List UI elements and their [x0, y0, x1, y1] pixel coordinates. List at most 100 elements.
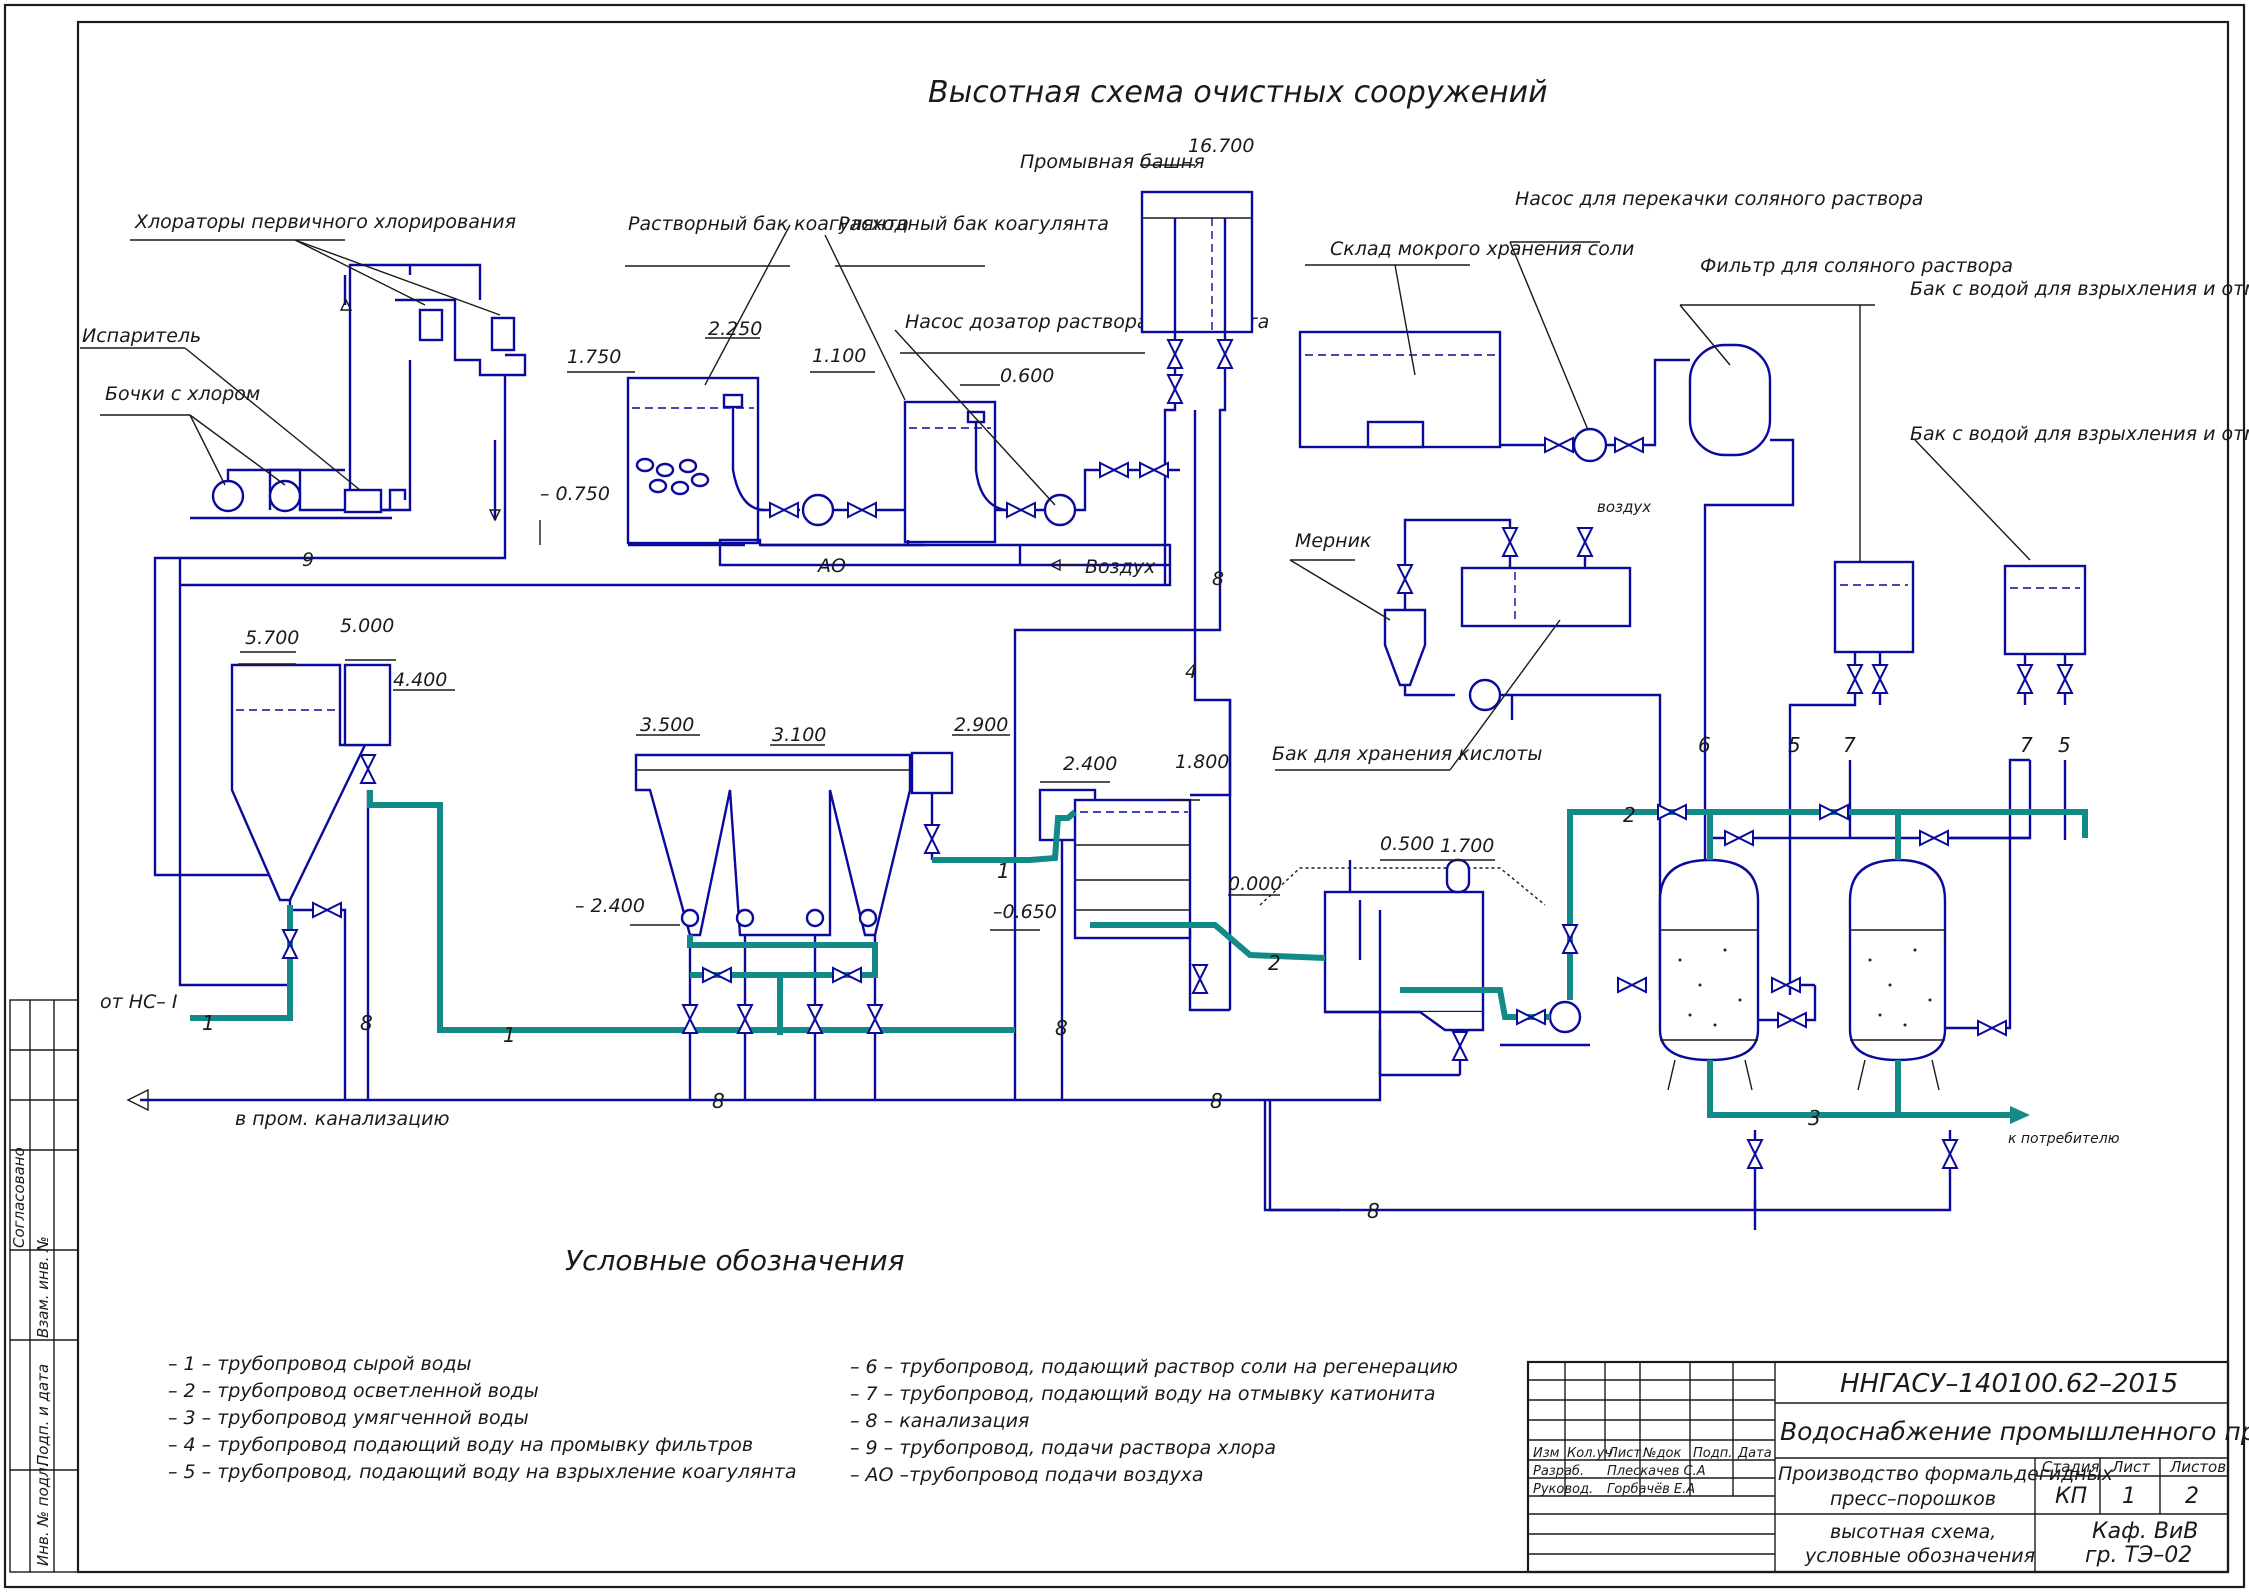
legend-item-1: – 1 – трубопровод сырой воды — [168, 1353, 472, 1375]
sewer-lines — [126, 1030, 1382, 1212]
label-evaporator: Испаритель — [82, 325, 201, 347]
object-line1: Производство формальдегидных — [1778, 1463, 2114, 1485]
acid-block — [1383, 518, 1700, 1002]
label-coagulant-consumable-tank: Расходный бак коагулянта — [838, 213, 1109, 235]
header-sign: Подп. — [1693, 1446, 1732, 1461]
name-supervisor: Горбачёв Е.А — [1607, 1482, 1695, 1497]
elevation-contact-top: 2.400 — [1063, 753, 1117, 775]
elevation-reservoir-level: 0.500 — [1380, 833, 1434, 855]
elevation-filter-right: 2.900 — [954, 714, 1008, 736]
stamp-agreed: Согласовано — [10, 1147, 28, 1248]
pipe-label-8c: 8 — [1055, 1016, 1068, 1040]
label-na-filter-tank: Бак с водой для взрыхления и отмывки Na … — [1910, 423, 2249, 445]
legend-item-5: – 5 – трубопровод, подающий воду на взры… — [168, 1461, 796, 1483]
process-water-pipes — [190, 790, 2088, 1124]
elevation-washing-tower: 16.700 — [1188, 135, 1254, 157]
mixer-clarifier — [230, 651, 455, 1100]
sheet-label: Лист — [2111, 1458, 2151, 1476]
pipe-label-8d: 8 — [1210, 1089, 1223, 1113]
legend-item-7: – 7 – трубопровод, подающий воду на отмы… — [850, 1383, 1436, 1405]
elevation-dosing-pump: 0.600 — [1000, 365, 1054, 387]
elevation-coagulant-floor: – 0.750 — [540, 483, 610, 505]
role-supervisor: Руковод. — [1533, 1482, 1593, 1497]
label-brine-filter: Фильтр для соляного раствора — [1700, 255, 2013, 277]
label-air-line: АО — [816, 555, 846, 577]
stamp-sign-date: Подп. и дата — [34, 1364, 52, 1466]
label-coagulant-solution-tank: Растворный бак коагулянта — [628, 213, 909, 235]
label-primary-chlorinators: Хлораторы первичного хлорирования — [134, 211, 516, 233]
valves — [281, 339, 2074, 1169]
pipe-label-8e: 8 — [1367, 1199, 1380, 1223]
pipe-label-5b: 5 — [2058, 733, 2071, 757]
legend-item-8: – 8 – канализация — [850, 1410, 1029, 1432]
elevation-contact-bottom: –0.650 — [993, 901, 1057, 923]
header-sheet: Лист — [1607, 1446, 1641, 1461]
pipe-label-3: 3 — [1808, 1106, 1821, 1130]
label-to-consumer: к потребителю — [2008, 1131, 2120, 1147]
header-qty: Кол.уч — [1567, 1446, 1612, 1461]
legend-title: Условные обозначения — [565, 1244, 905, 1277]
elevation-clarifier-water: 5.000 — [340, 615, 394, 637]
drawing-code: ННГАСУ–140100.62–2015 — [1840, 1369, 2178, 1399]
pipe-label-5a: 5 — [1788, 733, 1801, 757]
label-to-sewer: в пром. канализацию — [235, 1108, 449, 1130]
label-from-pump-station: от НС– I — [100, 991, 178, 1013]
name-developer: Плескачев С.А — [1607, 1464, 1706, 1479]
label-chlorine-barrels: Бочки с хлором — [105, 383, 260, 405]
sheets-label: Листов — [2169, 1458, 2226, 1476]
pipe-label-6: 6 — [1698, 733, 1711, 757]
legend-left: – 1 – трубопровод сырой воды – 2 – трубо… — [168, 1353, 796, 1483]
pipe-label-2b: 2 — [1623, 803, 1636, 827]
elevation-reservoir-top: 1.700 — [1440, 835, 1494, 857]
stage-value: КП — [2055, 1484, 2087, 1509]
legend-item-4: – 4 – трубопровод подающий воду на промы… — [168, 1434, 753, 1456]
project-name: Водоснабжение промышленного предприятия — [1780, 1417, 2249, 1446]
stage-label: Стадия — [2042, 1458, 2100, 1476]
legend-item-6: – 6 – трубопровод, подающий раствор соли… — [850, 1356, 1458, 1378]
legend-right: – 6 – трубопровод, подающий раствор соли… — [850, 1356, 1458, 1486]
diagram-title: Высотная схема очистных сооружений — [928, 75, 1548, 110]
drawing-line1: высотная схема, — [1830, 1521, 1996, 1543]
legend-item-ao: – АО –трубопровод подачи воздуха — [850, 1464, 1204, 1486]
header-doc: №док — [1642, 1446, 1681, 1461]
pipe-label-1c: 1 — [997, 859, 1010, 883]
cation-tanks — [1788, 560, 2087, 987]
legend-item-2: – 2 – трубопровод осветленной воды — [168, 1380, 539, 1402]
sheets-value: 2 — [2185, 1484, 2199, 1509]
pipe-label-2a: 2 — [1268, 951, 1281, 975]
washing-tower — [1013, 190, 1254, 1100]
elevation-consumable-tank: 1.100 — [812, 345, 866, 367]
pipe-label-9: 9 — [302, 549, 314, 571]
label-h-filter-tank: Бак с водой для взрыхления и отмывки Н –… — [1910, 278, 2249, 300]
pipe-label-1b: 1 — [503, 1023, 516, 1047]
elevation-solution-level: 1.750 — [567, 346, 621, 368]
elevation-ground: 0.000 — [1228, 873, 1282, 895]
elevation-filter-mid: 3.100 — [772, 724, 826, 746]
role-developer: Разраб. — [1533, 1464, 1584, 1479]
title-block: ННГАСУ–140100.62–2015 Водоснабжение пром… — [1526, 1360, 2249, 1574]
header-date: Дата — [1737, 1446, 1772, 1461]
pipe-label-4: 4 — [1185, 661, 1197, 683]
outer-border — [3, 3, 2246, 1589]
coagulant-block — [180, 376, 1180, 587]
elevation-clarifier-top: 5.700 — [245, 627, 299, 649]
pipe-label-8b: 8 — [712, 1089, 725, 1113]
stamp-inventory: Инв. № подл. — [34, 1463, 52, 1566]
sheet-value: 1 — [2122, 1484, 2136, 1509]
header-change: Изм — [1533, 1446, 1560, 1461]
inner-frame — [76, 20, 2230, 1574]
object-line2: пресс–порошков — [1830, 1488, 1996, 1510]
pipe-label-8-tower: 8 — [1212, 568, 1224, 590]
pipe-label-7b: 7 — [2020, 733, 2033, 757]
cation-filters — [1268, 758, 2030, 1230]
pipe-label-7a: 7 — [1843, 733, 1856, 757]
elevation-clarifier-small: 4.400 — [393, 669, 447, 691]
group: гр. ТЭ–02 — [2085, 1543, 2192, 1568]
drawing-line2: условные обозначения — [1804, 1545, 2035, 1567]
department: Каф. ВиВ — [2092, 1519, 2198, 1544]
elevation-filter-left: 3.500 — [640, 714, 694, 736]
elevation-marks — [539, 164, 1195, 545]
elevation-filter-bottom: – 2.400 — [575, 895, 645, 917]
chlorination-block — [80, 239, 527, 987]
